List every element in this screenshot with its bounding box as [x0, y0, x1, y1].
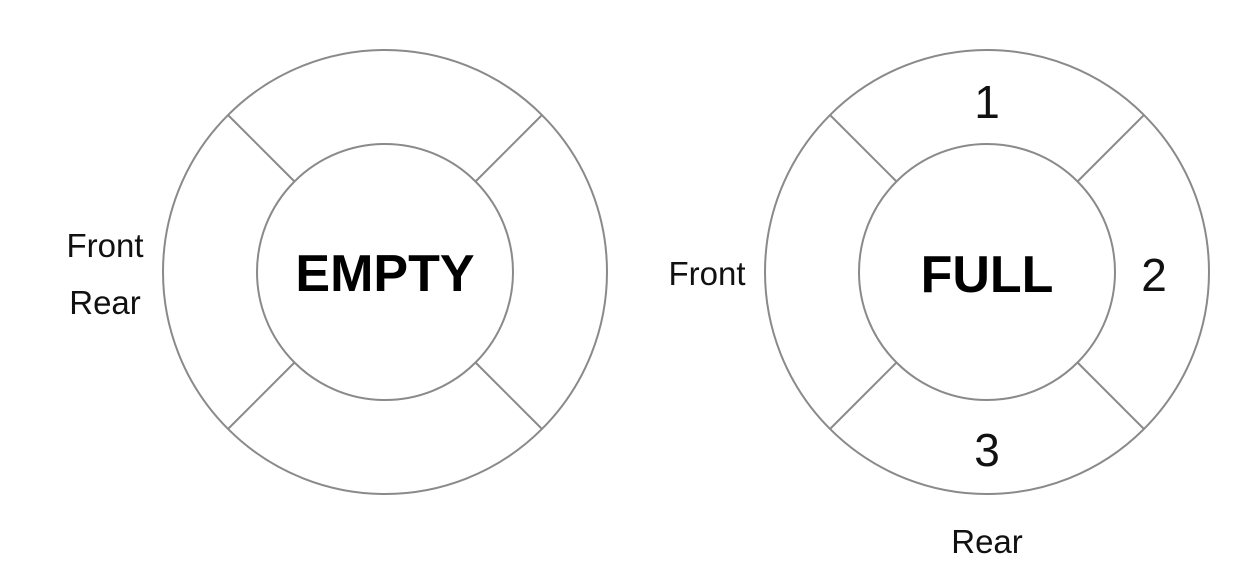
full-queue-state-label: FULL — [921, 246, 1054, 304]
full-queue-rear-pointer-label: Rear — [951, 523, 1023, 560]
empty-queue-outer-ring — [162, 49, 608, 495]
full-queue-divider-bottom-left — [829, 362, 897, 430]
full-queue-divider-bottom-right — [1077, 362, 1145, 430]
empty-queue-divider-top-right — [475, 114, 543, 182]
full-queue-inner-ring — [858, 143, 1116, 401]
empty-queue-divider-bottom-right — [475, 362, 543, 430]
empty-queue-divider-top-left — [227, 114, 295, 182]
full-queue-slot-bottom-value: 3 — [974, 424, 1000, 476]
full-queue-front-pointer-label: Front — [668, 255, 745, 292]
empty-queue-divider-bottom-left — [227, 362, 295, 430]
full-queue-slot-top-value: 1 — [974, 76, 1000, 128]
empty-queue-front-pointer-label: Front — [66, 227, 143, 264]
empty-queue-rear-pointer-label: Rear — [69, 284, 141, 321]
empty-queue-state-label: EMPTY — [295, 245, 474, 303]
full-queue-divider-top-right — [1077, 114, 1145, 182]
full-queue-outer-ring — [764, 49, 1210, 495]
empty-queue: EMPTY Front Rear — [66, 49, 608, 495]
full-queue: FULL 1 2 3 Front Rear — [668, 49, 1210, 560]
full-queue-divider-top-left — [829, 114, 897, 182]
empty-queue-inner-ring — [256, 143, 514, 401]
full-queue-slot-right-value: 2 — [1141, 249, 1167, 301]
